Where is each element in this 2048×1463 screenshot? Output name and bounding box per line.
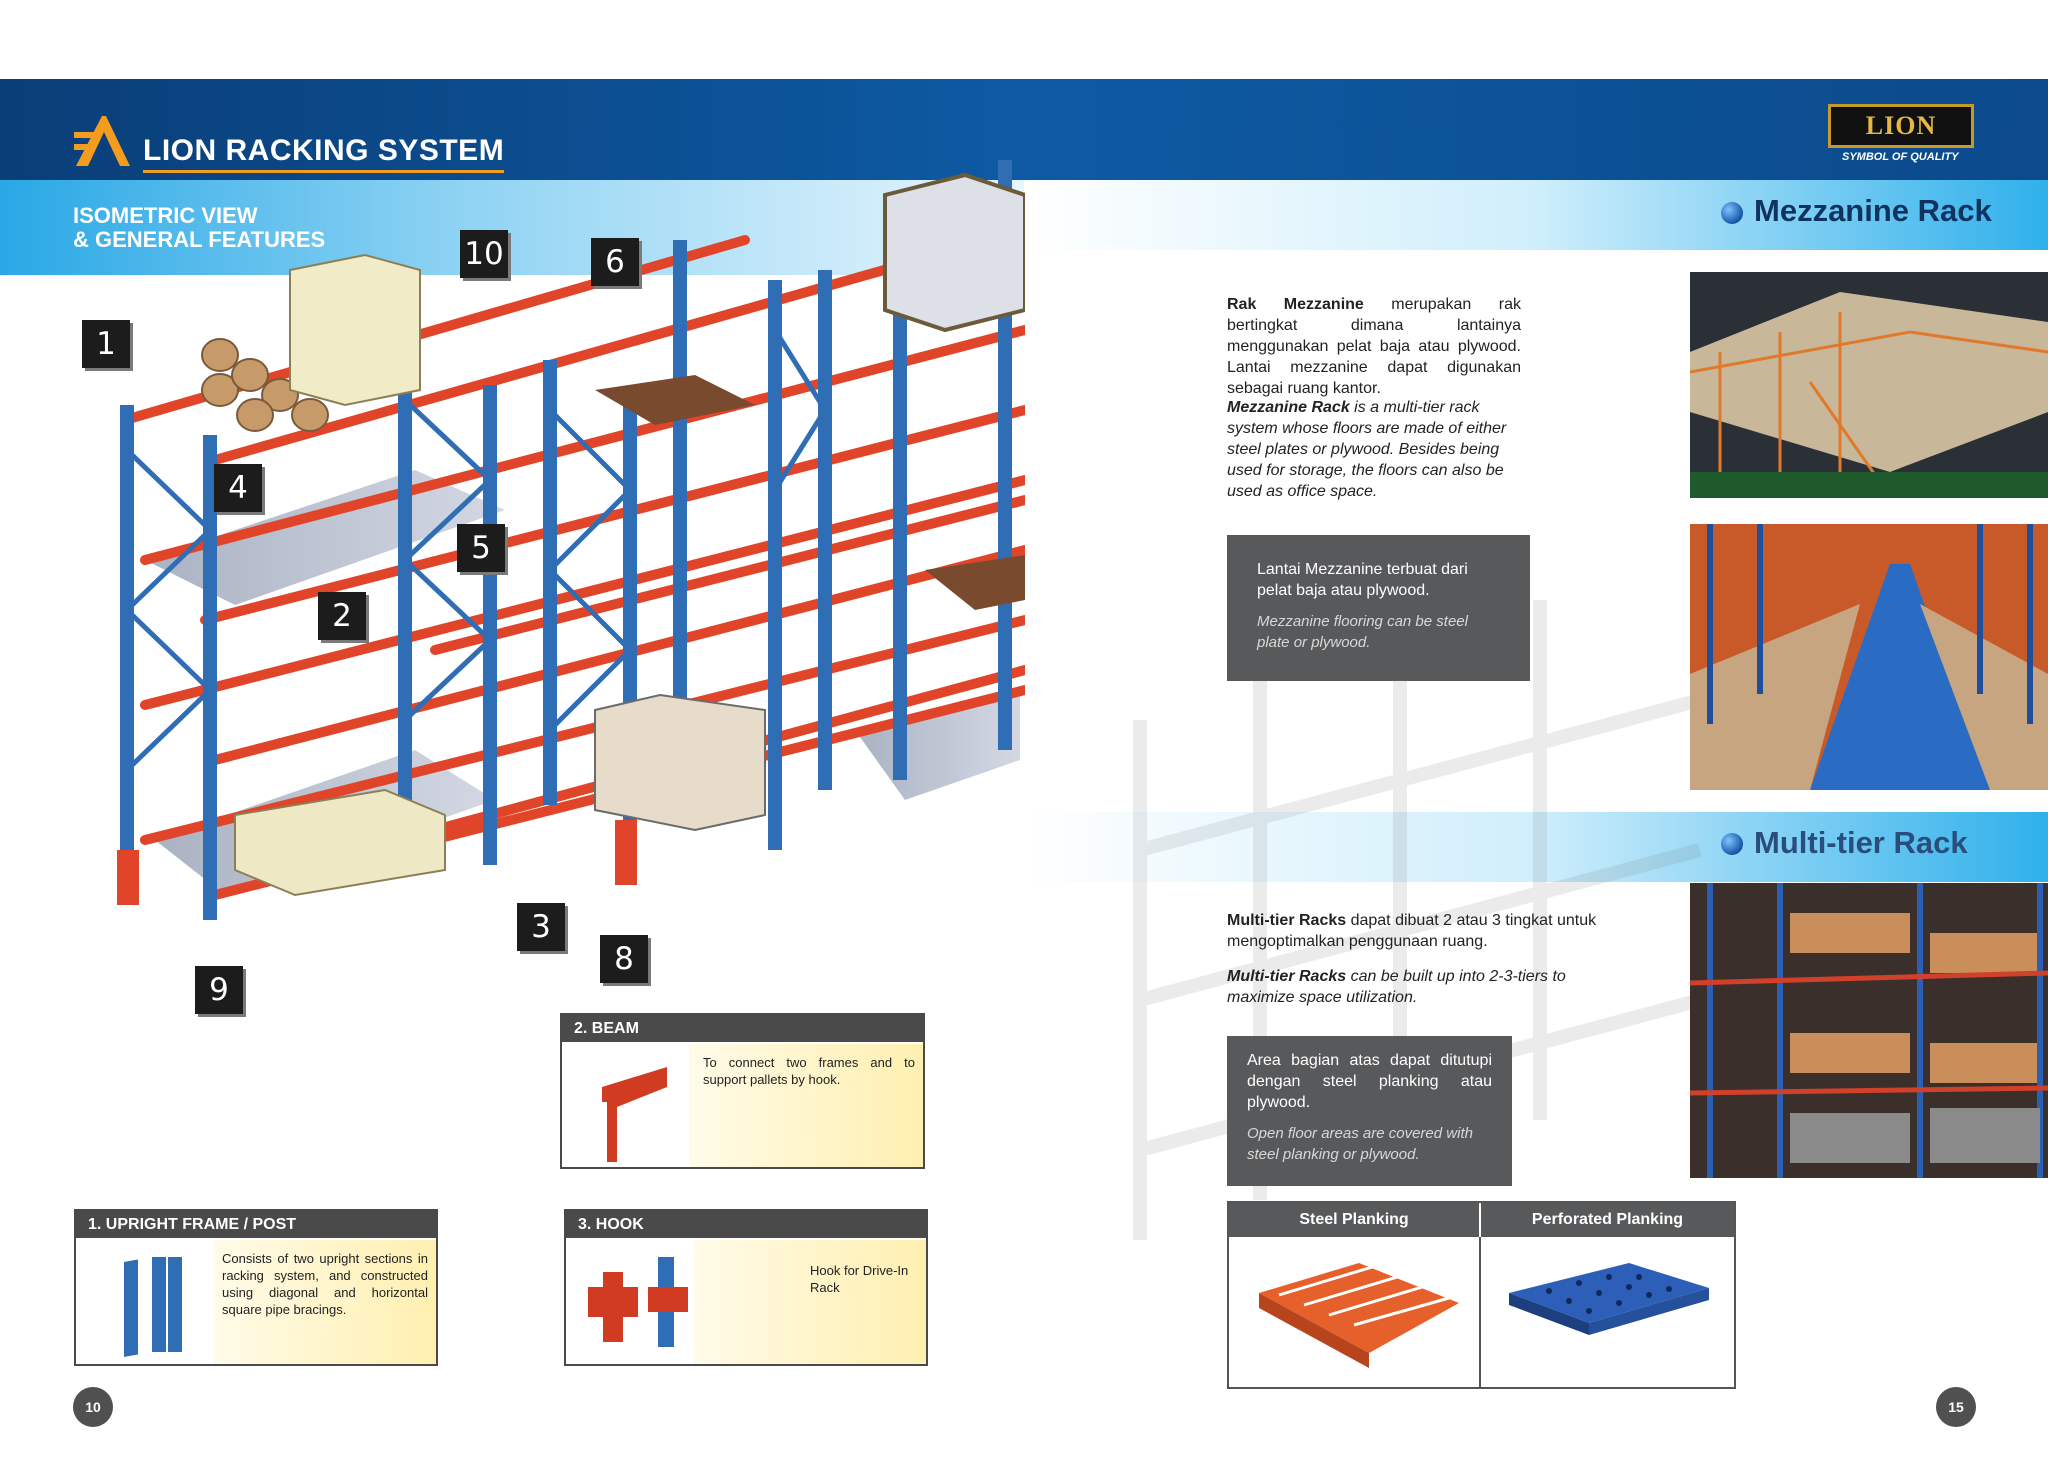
isometric-title-line1: ISOMETRIC VIEW: [73, 203, 258, 228]
page-number-right: 15: [1936, 1387, 1976, 1427]
lion-logo-tagline: SYMBOL OF QUALITY: [1842, 151, 1959, 163]
section-band-multitier: [1024, 812, 2048, 882]
feature-heading-beam: 2. BEAM: [562, 1015, 923, 1042]
brand-logo-icon: [74, 116, 130, 166]
isometric-rack-illustration: [117, 160, 1025, 920]
mezzanine-term-id: Rak Mezzanine: [1227, 296, 1364, 313]
callout-2: 2: [318, 592, 366, 640]
feature-text-hook: Hook for Drive-In Rack: [694, 1240, 926, 1364]
multitier-note-en: Open floor areas are covered with steel …: [1247, 1125, 1473, 1163]
mezzanine-description-en: Mezzanine Rack is a multi-tier rack syst…: [1227, 397, 1521, 502]
perforated-planking-heading: Perforated Planking: [1481, 1203, 1734, 1237]
multitier-description-id: Multi-tier Racks dapat dibuat 2 atau 3 t…: [1227, 910, 1637, 952]
multitier-text-en: can be built up into 2-3-tiers to maximi…: [1227, 968, 1566, 1006]
upright-frame-icon: [124, 1257, 182, 1357]
callout-9: 9: [195, 966, 243, 1014]
isometric-section-title: ISOMETRIC VIEW & GENERAL FEATURES: [73, 204, 325, 252]
steel-planking-heading: Steel Planking: [1229, 1203, 1479, 1237]
multitier-term-id: Multi-tier Racks: [1227, 912, 1347, 929]
lion-logo-badge: LION: [1828, 104, 1974, 148]
mezzanine-text-en: is a multi-tier rack system whose floors…: [1227, 399, 1507, 500]
callout-10: 10: [460, 230, 508, 278]
beam-part-icon: [602, 1067, 667, 1162]
multitier-term-en: Multi-tier Racks: [1227, 968, 1347, 985]
brand-title: LION RACKING SYSTEM: [143, 134, 505, 173]
mezzanine-description-id: Rak Mezzanine merupakan rak bertingkat d…: [1227, 294, 1521, 399]
mezzanine-note-box: Lantai Mezzanine terbuat dari pelat baja…: [1227, 535, 1530, 681]
perforated-planking-image: [1509, 1263, 1709, 1335]
planking-divider: [1479, 1237, 1481, 1387]
mezzanine-photo-2: [1690, 524, 2048, 790]
mezzanine-note-en: Mezzanine flooring can be steel plate or…: [1257, 613, 1468, 651]
multitier-bullet-icon: [1721, 833, 1743, 855]
mezzanine-note-id: Lantai Mezzanine terbuat dari pelat baja…: [1257, 561, 1468, 599]
callout-5: 5: [457, 524, 505, 572]
multitier-section-title: Multi-tier Rack: [1754, 825, 1968, 860]
multitier-note-id: Area bagian atas dapat ditutupi dengan s…: [1247, 1052, 1492, 1111]
feature-heading-upright-frame: 1. UPRIGHT FRAME / POST: [76, 1211, 436, 1238]
multitier-photo: [1690, 883, 2048, 1178]
page-number-left: 10: [73, 1387, 113, 1427]
feature-box-hook: 3. HOOK Hook for Drive-In Rack: [564, 1209, 928, 1366]
feature-box-upright-frame: 1. UPRIGHT FRAME / POST Consists of two …: [74, 1209, 438, 1366]
mezzanine-section-title: Mezzanine Rack: [1754, 193, 1992, 228]
section-band-left: [0, 180, 1024, 275]
steel-planking-image: [1259, 1263, 1459, 1368]
callout-3: 3: [517, 903, 565, 951]
section-band-mezzanine: [1024, 180, 2048, 250]
header-band: [0, 79, 2048, 180]
multitier-note-box: Area bagian atas dapat ditutupi dengan s…: [1227, 1036, 1512, 1186]
isometric-title-line2: & GENERAL FEATURES: [73, 227, 326, 252]
feature-text-beam: To connect two frames and to support pal…: [689, 1044, 923, 1167]
feature-text-upright-frame: Consists of two upright sections in rack…: [214, 1240, 436, 1364]
mezzanine-text-id: merupakan rak bertingkat dimana lantainy…: [1227, 296, 1522, 397]
callout-4: 4: [214, 464, 262, 512]
callout-8: 8: [600, 935, 648, 983]
callout-1: 1: [82, 320, 130, 368]
multitier-description-en: Multi-tier Racks can be built up into 2-…: [1227, 966, 1637, 1008]
feature-box-beam: 2. BEAM To connect two frames and to sup…: [560, 1013, 925, 1169]
mezzanine-bullet-icon: [1721, 202, 1743, 224]
planking-table: Steel Planking Perforated Planking: [1227, 1201, 1736, 1389]
mezzanine-photo-1: [1690, 272, 2048, 498]
mezzanine-term-en: Mezzanine Rack: [1227, 399, 1350, 416]
multitier-text-id: dapat dibuat 2 atau 3 tingkat untuk meng…: [1227, 912, 1597, 950]
feature-heading-hook: 3. HOOK: [566, 1211, 926, 1238]
callout-6: 6: [591, 238, 639, 286]
